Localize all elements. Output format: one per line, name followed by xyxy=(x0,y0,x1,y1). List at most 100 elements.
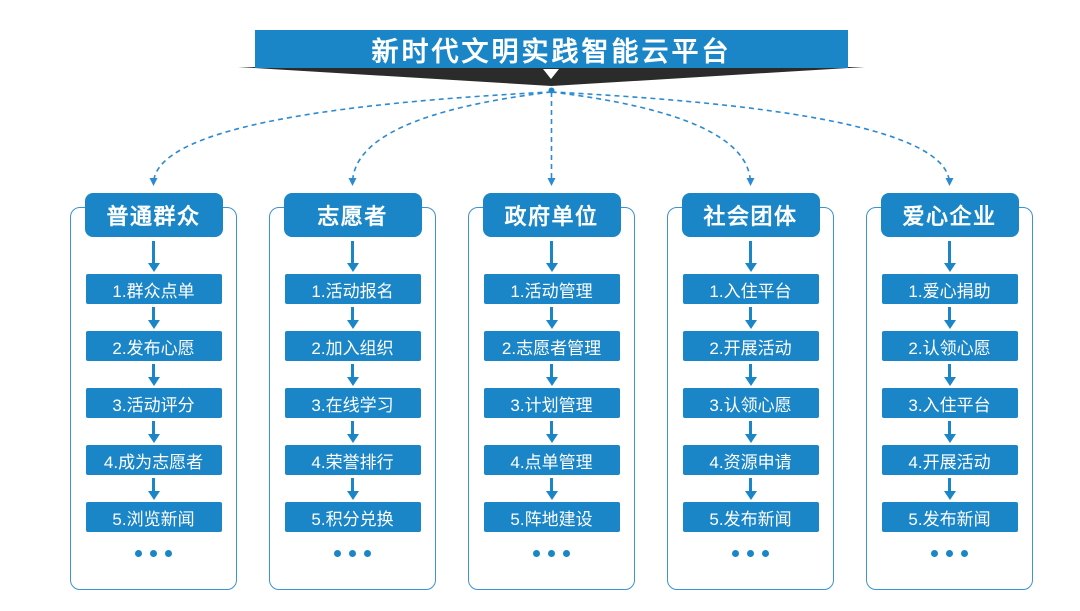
flow-arrow-stem xyxy=(152,478,155,491)
flow-arrow-icon xyxy=(346,418,359,445)
flow-arrow-head xyxy=(545,263,558,272)
flow-step: 4.成为志愿者 xyxy=(85,445,222,475)
connector-to-column-2 xyxy=(348,91,552,186)
flow-step: 2.认领心愿 xyxy=(881,331,1018,361)
flow-arrow-icon xyxy=(545,237,558,274)
flow-step: 5.积分兑换 xyxy=(284,502,421,532)
flow-arrow-head xyxy=(744,434,757,443)
flow-step: 5.发布新闻 xyxy=(881,502,1018,532)
flow-arrow-stem xyxy=(351,478,354,491)
flow-step: 2.志愿者管理 xyxy=(483,331,620,361)
ellipsis-dot xyxy=(946,550,953,557)
flow-arrow-icon xyxy=(943,475,956,502)
flow-arrow-icon xyxy=(545,418,558,445)
flow-arrow-head xyxy=(943,434,956,443)
flow-step: 5.阵地建设 xyxy=(483,502,620,532)
ellipsis-icon xyxy=(334,550,371,557)
flow-step: 1.群众点单 xyxy=(85,274,222,304)
flow-arrow-stem xyxy=(749,241,752,263)
flow-arrow-stem xyxy=(152,241,155,263)
flow-step: 4.荣誉排行 xyxy=(284,445,421,475)
ellipsis-dot xyxy=(732,550,739,557)
platform-title-banner: 新时代文明实践智能云平台 xyxy=(255,30,848,68)
flow-arrow-stem xyxy=(152,421,155,434)
connector-to-column-5 xyxy=(551,91,954,186)
flow-arrow-stem xyxy=(550,307,553,320)
flow-arrow-icon xyxy=(346,237,359,274)
flow-arrow-icon xyxy=(346,304,359,331)
flow-arrow-stem xyxy=(152,307,155,320)
flow-arrow-icon xyxy=(943,237,956,274)
ellipsis-icon xyxy=(732,550,769,557)
flow-arrow-stem xyxy=(351,241,354,263)
flow-arrow-head xyxy=(346,263,359,272)
flow-arrow-icon xyxy=(545,361,558,388)
flow-arrow-icon xyxy=(744,304,757,331)
flow-arrow-icon xyxy=(943,361,956,388)
flow-step: 4.开展活动 xyxy=(881,445,1018,475)
ellipsis-dot xyxy=(364,550,371,557)
flow-arrow-icon xyxy=(744,475,757,502)
flow-arrow-icon xyxy=(346,361,359,388)
ellipsis-dot xyxy=(548,550,555,557)
ellipsis-dot xyxy=(334,550,341,557)
flow-arrow-head xyxy=(545,434,558,443)
ellipsis-dot xyxy=(747,550,754,557)
column-header: 社会团体 xyxy=(681,193,820,237)
flow-arrow-head xyxy=(147,320,160,329)
ellipsis-icon xyxy=(533,550,570,557)
platform-title: 新时代文明实践智能云平台 xyxy=(371,36,732,67)
flow-arrow-head xyxy=(545,491,558,500)
flow-arrow-icon xyxy=(147,304,160,331)
ellipsis-dot xyxy=(931,550,938,557)
flow-arrow-icon xyxy=(943,304,956,331)
flow-arrow-head xyxy=(744,263,757,272)
flow-arrow-head xyxy=(346,434,359,443)
flow-arrow-stem xyxy=(948,421,951,434)
flow-arrow-stem xyxy=(550,421,553,434)
flow-step: 1.活动报名 xyxy=(284,274,421,304)
flow-step: 2.开展活动 xyxy=(682,331,819,361)
ellipsis-dot xyxy=(563,550,570,557)
flow-step: 3.活动评分 xyxy=(85,388,222,418)
flow-arrow-icon xyxy=(744,418,757,445)
ellipsis-icon xyxy=(931,550,968,557)
flow-arrow-head xyxy=(346,491,359,500)
flow-arrow-head xyxy=(545,320,558,329)
flow-arrow-head xyxy=(744,377,757,386)
down-arrow-icon xyxy=(543,69,559,79)
flow-arrow-stem xyxy=(948,241,951,263)
flow-arrow-stem xyxy=(550,241,553,263)
flow-arrow-icon xyxy=(943,418,956,445)
ellipsis-dot xyxy=(349,550,356,557)
flow-arrow-icon xyxy=(147,418,160,445)
flow-step: 3.认领心愿 xyxy=(682,388,819,418)
flow-arrow-stem xyxy=(948,307,951,320)
connector-to-column-1 xyxy=(149,91,552,186)
flow-step: 4.点单管理 xyxy=(483,445,620,475)
flow-step: 4.资源申请 xyxy=(682,445,819,475)
flow-arrow-stem xyxy=(351,364,354,377)
flow-arrow-icon xyxy=(545,304,558,331)
flow-arrow-head xyxy=(147,434,160,443)
flow-arrow-head xyxy=(147,263,160,272)
ellipsis-dot xyxy=(533,550,540,557)
flow-arrow-head xyxy=(744,491,757,500)
column-header: 爱心企业 xyxy=(880,193,1019,237)
column-header: 志愿者 xyxy=(283,193,422,237)
flow-step: 2.发布心愿 xyxy=(85,331,222,361)
flow-arrow-stem xyxy=(749,421,752,434)
flow-step: 3.入住平台 xyxy=(881,388,1018,418)
flow-arrow-icon xyxy=(346,475,359,502)
ellipsis-dot xyxy=(961,550,968,557)
ellipsis-icon xyxy=(135,550,172,557)
flow-step: 1.入住平台 xyxy=(682,274,819,304)
flow-arrow-stem xyxy=(948,478,951,491)
flow-step: 3.计划管理 xyxy=(483,388,620,418)
flow-arrow-icon xyxy=(147,475,160,502)
